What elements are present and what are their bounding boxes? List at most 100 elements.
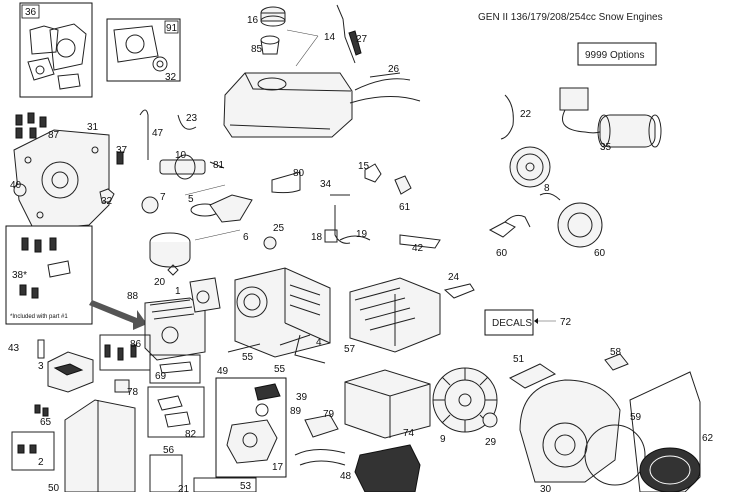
crankshaft-10 xyxy=(159,154,206,180)
shroud-lower xyxy=(354,444,421,492)
hardware-group-56 xyxy=(149,454,183,492)
label-26: 26 xyxy=(388,64,400,75)
bracket-42 xyxy=(399,234,441,249)
label-82: 82 xyxy=(185,429,197,440)
label-62: 62 xyxy=(702,433,714,444)
label-31: 31 xyxy=(87,122,99,133)
label-56: 56 xyxy=(163,445,175,456)
governor-15 xyxy=(364,163,382,183)
label-69: 69 xyxy=(155,371,167,382)
spark-plug-34 xyxy=(330,194,351,244)
label-55a: 55 xyxy=(242,352,254,363)
fitting-37 xyxy=(116,151,124,165)
lever-61 xyxy=(394,175,412,195)
label-43: 43 xyxy=(8,343,20,354)
bolts-87 xyxy=(15,112,47,139)
breather-23 xyxy=(177,114,197,130)
crankcase-cover-31 xyxy=(13,129,110,231)
label-59: 59 xyxy=(630,412,642,423)
label-91: 91 xyxy=(166,23,178,34)
label-60a: 60 xyxy=(496,248,508,259)
label-81: 81 xyxy=(213,160,225,171)
cover-80 xyxy=(271,171,301,194)
starter-35 xyxy=(559,87,662,148)
label-8: 8 xyxy=(544,183,550,194)
bracket-79 xyxy=(304,414,339,438)
label-53: 53 xyxy=(240,481,252,492)
label-42: 42 xyxy=(412,243,424,254)
hardware-group-53 xyxy=(193,477,257,492)
label-25: 25 xyxy=(273,223,285,234)
cylinder-head-1 xyxy=(144,297,206,361)
svg-text:9999 Options: 9999 Options xyxy=(585,50,645,61)
air-filter-housing-74 xyxy=(344,369,431,439)
bracket-22 xyxy=(500,94,514,140)
washer-25 xyxy=(263,236,277,250)
screen-29 xyxy=(482,412,498,428)
label-14: 14 xyxy=(324,32,336,43)
label-10: 10 xyxy=(175,150,187,161)
flywheel-fan-9 xyxy=(432,367,498,433)
label-39: 39 xyxy=(296,392,308,403)
label-20: 20 xyxy=(154,277,166,288)
fuel-strainer-85 xyxy=(260,35,280,55)
engine-block-4 xyxy=(234,267,331,358)
guard-disc xyxy=(584,424,646,486)
label-21: 21 xyxy=(178,484,190,492)
label-88: 88 xyxy=(127,291,139,302)
bracket-58 xyxy=(604,353,629,371)
label-16: 16 xyxy=(247,15,259,26)
screws-65 xyxy=(34,404,49,417)
label-19: 19 xyxy=(356,229,368,240)
blower-housing-30 xyxy=(519,379,621,483)
fitting-78 xyxy=(114,379,130,393)
switch-60a xyxy=(488,214,531,238)
label-50: 50 xyxy=(48,483,60,492)
label-15: 15 xyxy=(358,161,370,172)
label-58: 58 xyxy=(610,347,622,358)
label-24: 24 xyxy=(448,272,460,283)
cover-plate-59 xyxy=(629,371,701,492)
label-35: 35 xyxy=(600,142,612,153)
label-5: 5 xyxy=(188,194,194,205)
primer-line-27 xyxy=(336,4,356,64)
pointer-arrow xyxy=(89,300,147,330)
blower-housing-3 xyxy=(47,351,94,393)
svg-text:DECALS: DECALS xyxy=(492,318,532,329)
spring-20 xyxy=(167,264,179,276)
recoil-starter-62 xyxy=(639,447,701,492)
options-box: 9999 Options xyxy=(577,42,657,66)
fuel-tank-14 xyxy=(223,72,353,138)
gasket-88 xyxy=(189,277,221,313)
label-36: 36 xyxy=(25,7,37,18)
diagram-title: GEN II 136/179/208/254cc Snow Engines xyxy=(478,12,663,23)
label-32b: 32 xyxy=(101,196,113,207)
gasket-set-box-91 xyxy=(106,18,181,82)
gasket-group-69 xyxy=(149,354,201,384)
label-6: 6 xyxy=(243,232,249,243)
label-74: 74 xyxy=(403,428,415,439)
label-27: 27 xyxy=(356,34,368,45)
label-23: 23 xyxy=(186,113,198,124)
label-2: 2 xyxy=(38,457,44,468)
throttle-cables-26 xyxy=(349,72,421,104)
label-7: 7 xyxy=(160,192,166,203)
gear-7 xyxy=(141,196,159,214)
label-38: 38* xyxy=(12,270,27,281)
shroud-50 xyxy=(64,399,136,492)
gasket-group-82 xyxy=(147,386,205,438)
label-34: 34 xyxy=(320,179,332,190)
label-40: 40 xyxy=(10,180,22,191)
label-9: 9 xyxy=(440,434,446,445)
label-60b: 60 xyxy=(594,248,606,259)
label-30: 30 xyxy=(540,484,552,492)
note-box-38: *Included with part #1 xyxy=(5,225,93,325)
decals-box: DECALS xyxy=(484,309,556,336)
bolt-group-86-frame xyxy=(99,334,151,371)
piston-rings-5 xyxy=(149,203,220,268)
label-89: 89 xyxy=(290,406,302,417)
coil-18 xyxy=(324,229,338,243)
hardware-group-2 xyxy=(11,431,55,471)
label-85: 85 xyxy=(251,44,263,55)
